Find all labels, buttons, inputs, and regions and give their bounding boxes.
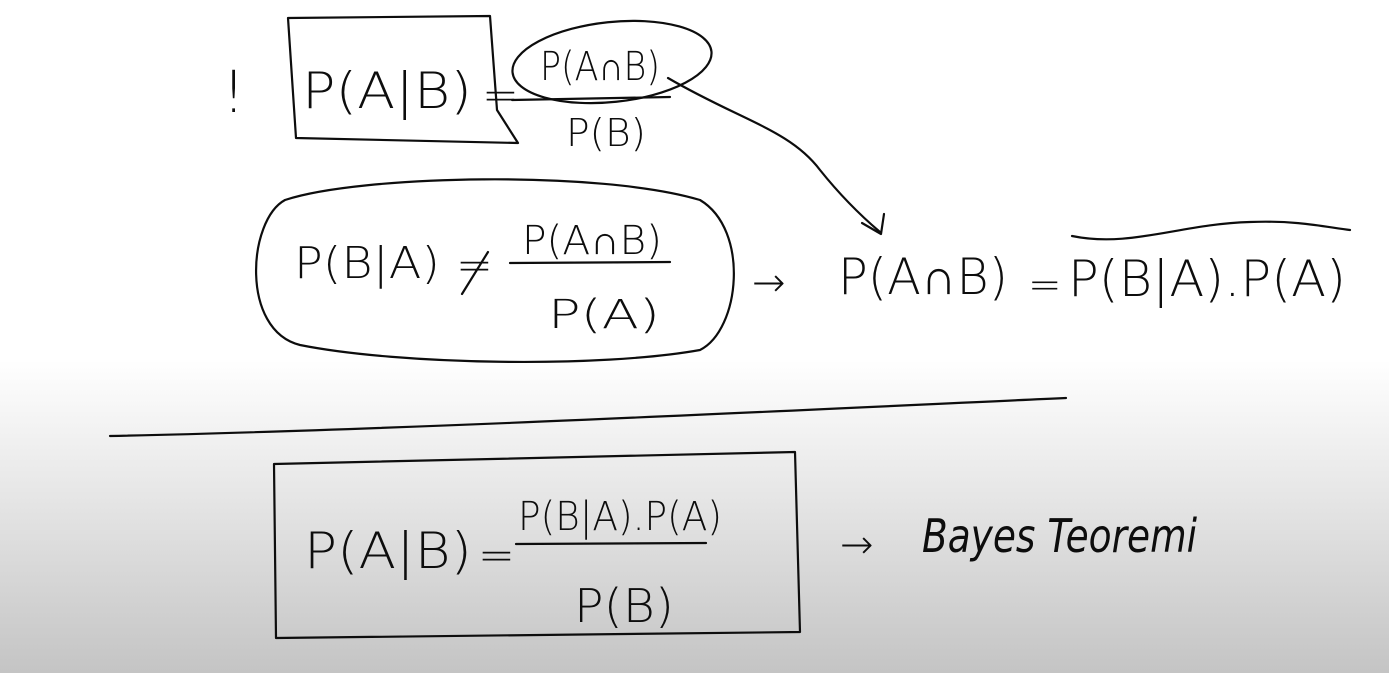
definition-box: [286, 14, 520, 145]
definition-numerator: P(A∩B): [540, 44, 660, 90]
product-rule-arrow: →: [752, 260, 786, 306]
bayes-arrow: →: [840, 522, 874, 568]
product-rule-equals: =: [1028, 262, 1062, 308]
section-divider: [108, 396, 1068, 438]
definition-denominator: P(B): [566, 111, 646, 155]
bayes-denominator: P(B): [574, 579, 674, 633]
connector-arrowhead: [860, 212, 886, 236]
bayes-fraction-bar: [514, 541, 708, 546]
step-marker: !: [222, 58, 245, 126]
bayes-box: [272, 450, 802, 640]
bayes-caption: Bayes Teoremi: [922, 509, 1197, 563]
equals-strike: [460, 250, 490, 296]
reverse-equals: =: [456, 240, 493, 291]
product-rule-rhs: P(B|A).P(A): [1068, 250, 1346, 308]
definition-lhs: P(A|B): [302, 62, 472, 120]
bayes-lhs: P(A|B): [304, 522, 472, 580]
definition-equals: =: [482, 70, 519, 121]
reverse-numerator: P(A∩B): [522, 218, 662, 264]
reverse-lhs: P(B|A): [294, 238, 440, 289]
reverse-conditional-outline: [255, 178, 735, 363]
reverse-denominator: P(A): [548, 292, 660, 338]
product-rule-lhs: P(A∩B): [838, 248, 1008, 306]
product-rule-overline: [1070, 220, 1352, 241]
reverse-fraction-bar: [508, 260, 672, 265]
bayes-equals: =: [478, 530, 515, 581]
bayes-numerator: P(B|A).P(A): [518, 494, 722, 540]
numerator-circle: [511, 19, 713, 105]
definition-fraction-bar: [510, 95, 672, 102]
connector-arrow: [666, 76, 882, 234]
